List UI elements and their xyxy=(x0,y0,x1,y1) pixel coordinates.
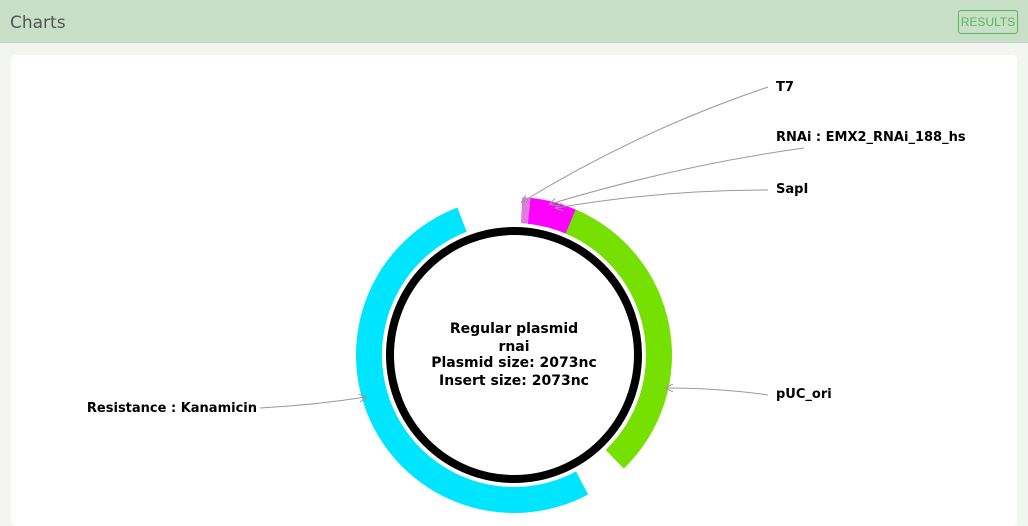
plasmid-name-label: rnai xyxy=(498,339,529,355)
feature-label-rnai: RNAi : EMX2_RNAi_188_hs xyxy=(776,130,966,145)
feature-label-sapi: SapI xyxy=(776,182,808,197)
feature-arc-resistance-kanamicin xyxy=(355,207,589,513)
charts-header: Charts RESULTS xyxy=(0,0,1028,43)
feature-label-puc-ori: pUC_ori xyxy=(776,387,832,402)
plasmid-type-label: Regular plasmid xyxy=(450,321,578,337)
header-title: Charts xyxy=(10,13,66,33)
leader-line-kanamicin xyxy=(259,397,366,409)
feature-label-t7: T7 xyxy=(776,80,794,95)
feature-arc-t7 xyxy=(520,197,531,224)
results-button[interactable]: RESULTS xyxy=(958,10,1018,34)
leader-line-t7 xyxy=(522,86,769,202)
leader-line-sapi xyxy=(556,189,769,208)
insert-size-label: Insert size: 2073nc xyxy=(439,373,589,389)
leader-line-rnai xyxy=(550,147,805,204)
feature-arc-puc-ori xyxy=(565,209,672,469)
feature-arcs xyxy=(355,197,672,513)
feature-leaders xyxy=(259,86,805,409)
plasmid-backbone xyxy=(386,227,642,483)
plasmid-size-label: Plasmid size: 2073nc xyxy=(431,355,597,371)
leader-line-puc-ori xyxy=(666,388,769,396)
feature-arc-rnai-emx2-rnai-188-hs xyxy=(527,197,579,235)
feature-label-kanamicin: Resistance : Kanamicin xyxy=(87,401,257,416)
